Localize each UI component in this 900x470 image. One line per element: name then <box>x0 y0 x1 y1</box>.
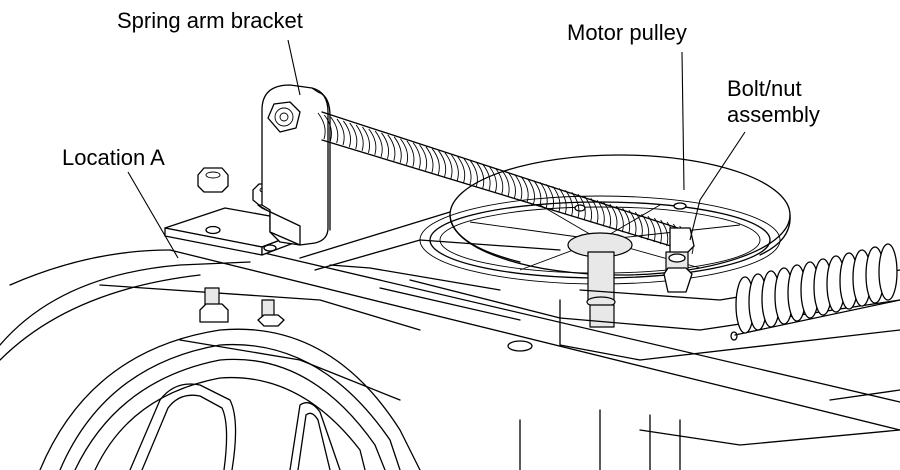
spring-coil-turn <box>660 219 669 247</box>
spring-coil-turn <box>514 174 523 201</box>
spring-coil-turn <box>450 154 459 181</box>
spring-coil-turn <box>374 130 383 157</box>
spring-coil-turn <box>565 190 574 217</box>
spring-coil-turn <box>653 217 662 245</box>
spring-coil-turn <box>419 144 428 171</box>
spring-coil-turn <box>400 138 409 165</box>
spring-coil-turn <box>577 194 586 221</box>
spring-coil-turn <box>362 126 370 154</box>
label-bolt-nut-line1: Bolt/nut <box>727 76 802 101</box>
spring-coil-turn <box>507 172 516 199</box>
label-bolt-nut-assembly: Bolt/nut assembly <box>727 76 857 128</box>
lower-wheel <box>39 328 421 470</box>
spring-coil-turn <box>476 162 485 189</box>
spring-arm-bracket <box>257 84 331 246</box>
spring-coil-turn <box>463 158 472 185</box>
spring-coil-turn <box>501 170 510 197</box>
spring-coil-turn <box>628 209 637 237</box>
spring-coil-turn <box>412 142 421 169</box>
spring-coil-turn <box>539 182 548 209</box>
spring-coil-turn <box>520 176 529 203</box>
spring-coil-turn <box>323 114 332 142</box>
machine-frame <box>0 211 900 470</box>
frame-nuts <box>199 287 285 327</box>
motor-pulley <box>419 154 791 328</box>
spring-coil-turn <box>381 132 390 159</box>
tension-spring <box>317 111 694 255</box>
spring-coil-turn <box>533 180 542 207</box>
spring-coil-turn <box>330 116 339 144</box>
spring-coil-turn <box>552 186 561 213</box>
label-spring-arm-bracket: Spring arm bracket <box>117 8 303 33</box>
spring-coil-turn <box>406 140 415 167</box>
right-spring-coil <box>878 243 898 301</box>
spring-coil-turn <box>438 150 447 177</box>
spring-coil-turn <box>488 166 497 193</box>
spring-coil-turn <box>336 118 345 146</box>
spring-coil-turn <box>317 112 326 140</box>
spring-coil-turn <box>444 152 453 179</box>
label-motor-pulley: Motor pulley <box>567 20 687 45</box>
spring-coil-turn <box>590 197 599 225</box>
spring-coil-turn <box>641 213 650 241</box>
spring-coil-turn <box>495 168 504 195</box>
spring-coil-turn <box>387 134 396 161</box>
spring-coil-turn <box>596 199 605 227</box>
spring-coil-turn <box>584 196 593 223</box>
spring-coil-turn <box>527 178 535 205</box>
label-location-a: Location A <box>62 145 165 170</box>
spring-coil-turn <box>558 188 567 215</box>
bolt-nut-assembly <box>663 227 695 293</box>
spring-coil-turn <box>622 207 631 235</box>
spring-coil-turn <box>393 136 402 163</box>
spring-coil-turn <box>425 146 434 173</box>
spring-coil-turn <box>615 205 624 233</box>
spring-coil-turn <box>469 160 478 187</box>
spring-coil-turn <box>571 192 580 219</box>
spring-coil-turn <box>457 156 466 183</box>
spring-coil-turn <box>634 211 643 239</box>
right-coil-spring <box>734 243 900 336</box>
spring-coil-turn <box>603 201 612 229</box>
spring-coil-turn <box>482 164 491 191</box>
label-bolt-nut-line2: assembly <box>727 102 820 127</box>
spring-coil-turn <box>431 148 440 175</box>
leader-lines <box>127 39 746 259</box>
spring-coil-turn <box>355 124 364 152</box>
spring-coil-turn <box>546 184 554 211</box>
spring-coil-turn <box>609 203 618 231</box>
spring-coil-turn <box>647 215 656 243</box>
spring-coil-turn <box>343 120 351 148</box>
spring-coil-turn <box>349 122 358 150</box>
spring-coil-turn <box>368 128 377 155</box>
